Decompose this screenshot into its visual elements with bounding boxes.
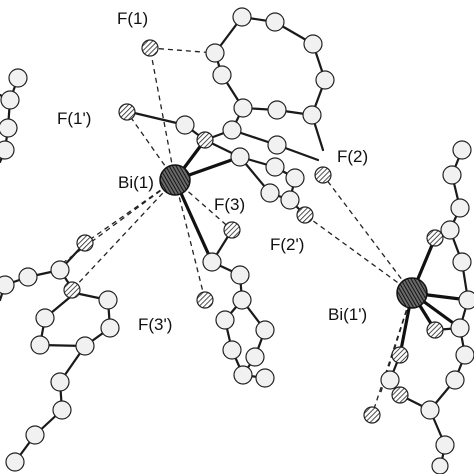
fluorine-atoms	[63, 39, 444, 424]
atom-f1	[141, 39, 159, 57]
atom-f2	[314, 166, 332, 184]
label-bi1: Bi(1)	[118, 173, 154, 192]
atom-f3p	[196, 291, 214, 309]
atom-f1p	[118, 103, 136, 121]
bismuth-atoms	[159, 164, 428, 309]
label-f1: F(1)	[117, 9, 148, 28]
label-f3: F(3)	[214, 195, 245, 214]
label-f2: F(2)	[337, 147, 368, 166]
label-bi1p: Bi(1')	[328, 305, 367, 324]
label-f1p: F(1')	[57, 109, 91, 128]
atom-bi1	[159, 164, 191, 196]
atom-labels: F(1) F(1') F(2) F(2') F(3) F(3') Bi(1) B…	[57, 9, 368, 334]
atom-bi1p	[396, 277, 428, 309]
label-f3p: F(3')	[138, 315, 172, 334]
label-f2p: F(2')	[270, 235, 304, 254]
carbon-atoms	[0, 7, 474, 474]
atom-f3	[223, 221, 241, 239]
atom-f2p	[296, 206, 314, 224]
